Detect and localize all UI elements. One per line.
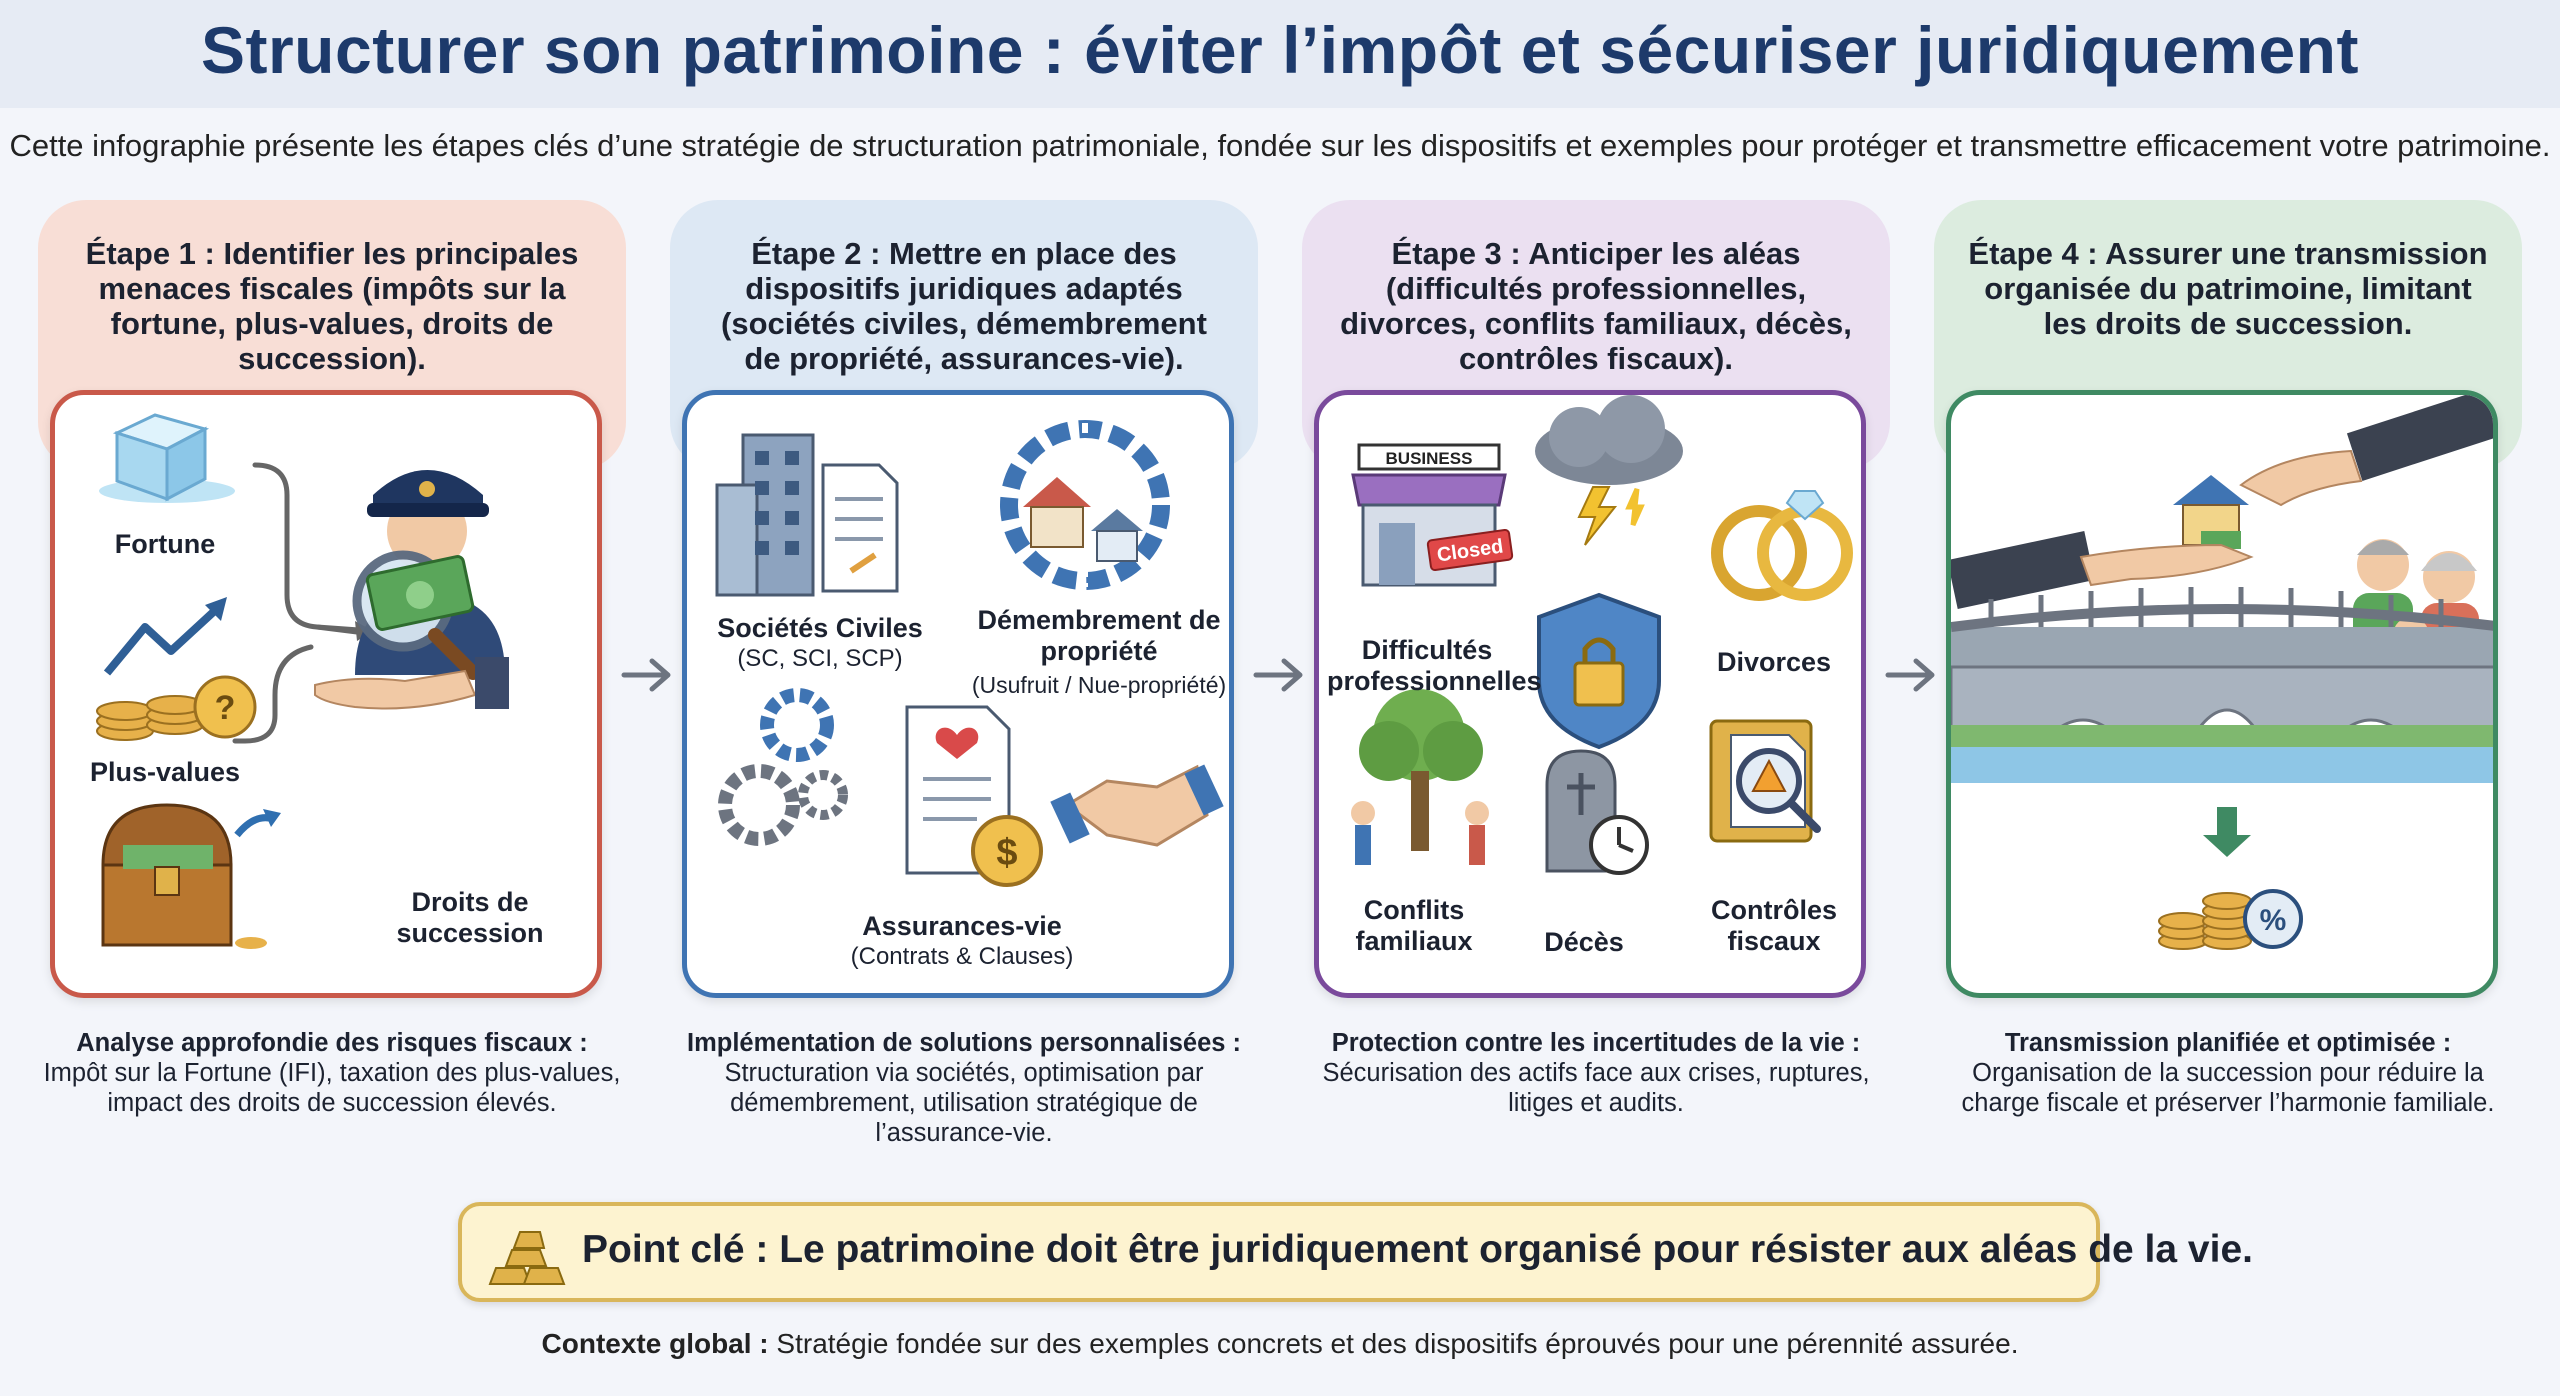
step-2-heading: Étape 2 : Mettre en place des dispositif…	[721, 236, 1207, 376]
footer-label: Contexte global :	[541, 1328, 769, 1359]
ice-cube-icon	[99, 413, 235, 503]
hands-passing-house-icon	[1951, 395, 2493, 610]
label-conflits: Conflits familiaux	[1355, 895, 1473, 956]
step-3-card: BUSINESS Closed	[1314, 390, 1866, 998]
contract-coin-icon: $	[905, 705, 1043, 887]
label-assurances-vie: Assurances-vie	[862, 911, 1062, 941]
label-deces: Décès	[1544, 927, 1624, 957]
step-1-description: Analyse approfondie des risques fiscaux …	[38, 1028, 626, 1118]
label-divorces: Divorces	[1716, 647, 1832, 677]
step-2-desc-title: Implémentation de solutions personnalisé…	[686, 1029, 1242, 1057]
label-fortune: Fortune	[114, 529, 216, 559]
arrow-right-icon	[1253, 658, 1303, 692]
step-4-desc-title: Transmission planifiée et optimisée :	[2004, 1029, 2452, 1057]
label-plus-values: Plus-values	[89, 757, 241, 787]
growth-arrow-coins-icon: ?	[96, 597, 257, 741]
label-assurances-sub: (Contrats & Clauses)	[850, 943, 1074, 970]
step-2-desc-body: Structuration via sociétés, optimisation…	[724, 1059, 1204, 1147]
step-1-heading: Étape 1 : Identifier les principales men…	[85, 236, 579, 376]
tax-audit-folder-icon	[1709, 719, 1821, 843]
step-3-desc-body: Sécurisation des actifs face aux crises,…	[1322, 1059, 1870, 1117]
gold-bars-icon	[488, 1231, 566, 1285]
step-1-desc-title: Analyse approfondie des risques fiscaux …	[76, 1029, 588, 1057]
wedding-rings-icon	[1711, 490, 1853, 601]
business-sign: BUSINESS	[1386, 449, 1473, 468]
percent-sign: %	[2260, 904, 2287, 937]
storm-cloud-icon	[1535, 395, 1683, 546]
bridge-icon	[1951, 587, 2493, 783]
label-societes-sub: (SC, SCI, SCP)	[737, 645, 903, 672]
key-point-text: Point clé : Le patrimoine doit être juri…	[582, 1228, 2253, 1271]
page-title: Structurer son patrimoine : éviter l’imp…	[201, 13, 2359, 87]
step-3-heading: Étape 3 : Anticiper les aléas (difficult…	[1340, 236, 1852, 376]
label-societes-civiles: Sociétés Civiles	[717, 613, 923, 643]
shield-lock-icon	[1537, 592, 1661, 750]
step-2-card: $ Sociétés Civiles (SC, SCI, SCP) Démemb…	[682, 390, 1234, 998]
step-2-description: Implémentation de solutions personnalisé…	[670, 1028, 1258, 1148]
step-1-desc-body: Impôt sur la Fortune (IFI), taxation des…	[43, 1059, 621, 1117]
step-3-description: Protection contre les incertitudes de la…	[1302, 1028, 1890, 1118]
handshake-icon	[1050, 764, 1224, 847]
building-document-icon	[715, 433, 899, 597]
money-hand-icon	[314, 555, 509, 710]
arrow-right-icon	[1885, 658, 1935, 692]
coins-percent-icon: %	[2158, 807, 2303, 950]
title-band	[0, 0, 2560, 108]
step-1-card: ?	[50, 390, 602, 998]
intro-text: Cette infographie présente les étapes cl…	[9, 128, 2551, 163]
label-demembrement-sub: (Usufruit / Nue-propriété)	[971, 672, 1227, 698]
label-droits-succession: Droits de succession	[396, 887, 544, 948]
svg-text:?: ?	[215, 689, 236, 727]
closed-shop-icon: BUSINESS Closed	[1351, 443, 1514, 587]
step-4-desc-body: Organisation de la succession pour rédui…	[1961, 1059, 2495, 1117]
key-point-box: Point clé : Le patrimoine doit être juri…	[458, 1202, 2253, 1302]
step-4-column: Étape 4 : Assurer une transmission organ…	[1934, 200, 2522, 1166]
gears-icon	[718, 688, 848, 846]
family-tree-conflict-icon	[1351, 689, 1489, 865]
treasure-chest-icon	[101, 803, 281, 949]
step-2-column: Étape 2 : Mettre en place des dispositif…	[670, 200, 1258, 1166]
label-difficultes: Difficultés professionnelles	[1327, 635, 1542, 696]
house-gear-icon	[1000, 420, 1170, 590]
label-demembrement: Démembrement de propriété	[977, 605, 1221, 666]
step-4-heading: Étape 4 : Assurer une transmission organ…	[1968, 236, 2488, 341]
arrow-right-icon	[621, 658, 671, 692]
step-3-desc-title: Protection contre les incertitudes de la…	[1331, 1029, 1861, 1057]
step-1-column: Étape 1 : Identifier les principales men…	[38, 200, 626, 1166]
step-1-header: Étape 1 : Identifier les principales men…	[38, 200, 626, 470]
tombstone-clock-icon	[1545, 749, 1649, 875]
footer-context: Contexte global : Stratégie fondée sur d…	[0, 1328, 2560, 1360]
footer-text: Stratégie fondée sur des exemples concre…	[776, 1328, 2019, 1359]
step-4-card: %	[1946, 390, 2498, 998]
step-4-description: Transmission planifiée et optimisée : Or…	[1934, 1028, 2522, 1118]
label-controles: Contrôles fiscaux	[1710, 895, 1837, 956]
svg-text:$: $	[996, 832, 1017, 874]
step-3-column: Étape 3 : Anticiper les aléas (difficult…	[1302, 200, 1890, 1166]
